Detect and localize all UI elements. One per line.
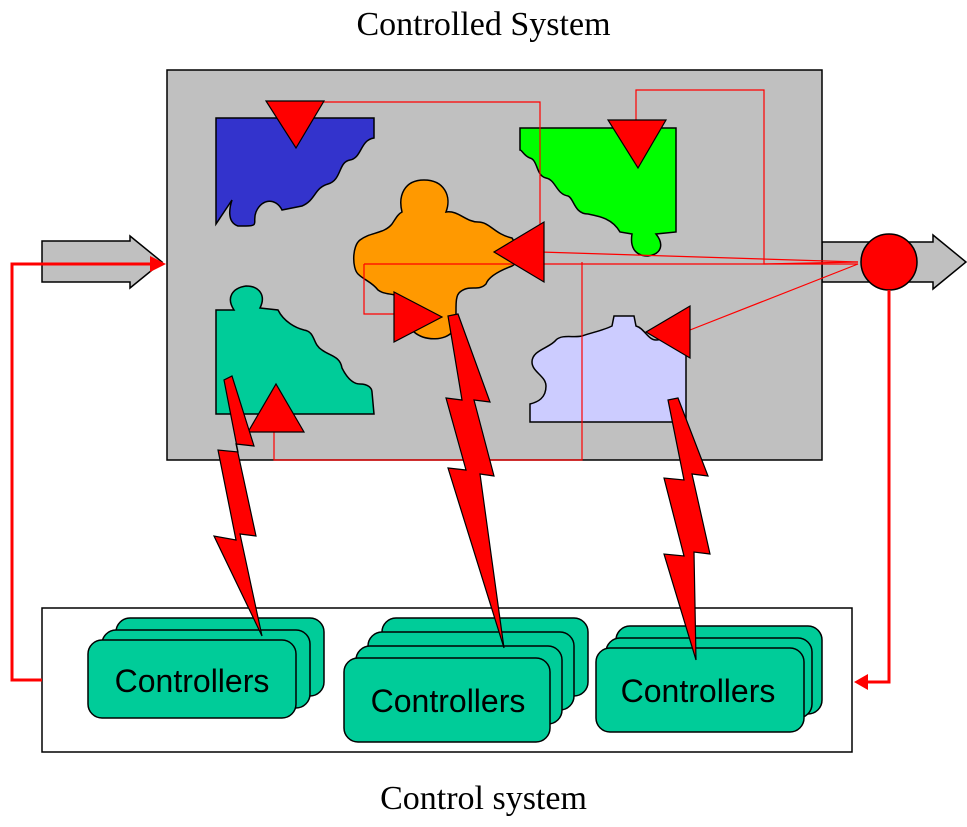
lavender-puzzle-piece — [529, 312, 687, 423]
triangle-orange-right — [492, 220, 545, 284]
triangle-teal — [246, 382, 306, 433]
feedback-line-right — [866, 290, 891, 684]
triangle-blue — [264, 100, 326, 150]
controlled-system-title: Controlled System — [356, 6, 611, 43]
input-arrow — [41, 234, 164, 290]
triangle-orange-lower — [393, 291, 444, 343]
controller-label-2: Controllers — [371, 683, 526, 719]
lightning-bolt-1 — [212, 375, 263, 637]
lightning-bolt-3 — [663, 397, 711, 661]
summing-junction — [860, 233, 918, 291]
lightning-links — [212, 313, 711, 661]
controller-group-1: Controllers — [87, 617, 325, 719]
controller-label-1: Controllers — [115, 663, 270, 699]
triangle-green — [606, 119, 668, 170]
blue-puzzle-piece — [215, 117, 375, 227]
feedback-arrowhead-left — [150, 256, 166, 272]
controller-group-3: Controllers — [595, 625, 823, 733]
orange-puzzle-piece — [353, 179, 518, 340]
triangle-lavender — [644, 304, 691, 360]
lightning-bolt-2 — [445, 313, 505, 649]
teal-puzzle-piece — [215, 285, 375, 415]
controller-group-2: Controllers — [343, 617, 589, 743]
control-system-title: Control system — [380, 780, 587, 817]
controller-label-3: Controllers — [621, 673, 776, 709]
feedback-line-left — [10, 262, 154, 682]
feedback-arrowhead-right — [854, 674, 868, 690]
signal-triangles — [246, 100, 691, 433]
signal-lines — [273, 89, 859, 461]
